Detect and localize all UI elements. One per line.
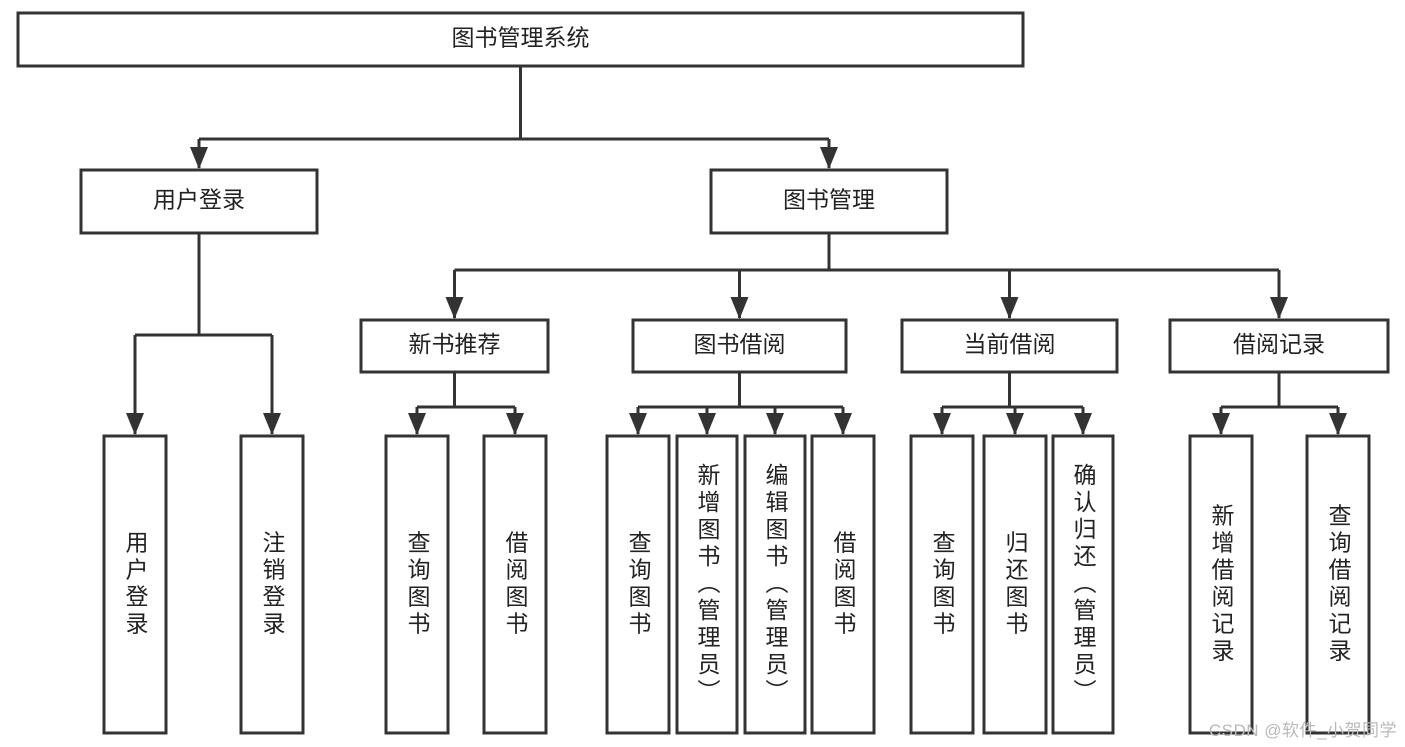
node-leaf-return-book[interactable]: 归还图书 <box>982 434 1048 735</box>
node-label-book-management: 图书管理 <box>783 187 875 213</box>
node-label-leaf-query-book-current: 查询图书 <box>929 531 956 639</box>
node-current-borrow[interactable]: 当前借阅 <box>900 318 1119 374</box>
node-box-leaf-query-borrow-record <box>1305 434 1371 735</box>
node-label-leaf-borrow-book: 借阅图书 <box>830 531 857 639</box>
node-box-leaf-return-book <box>982 434 1048 735</box>
node-box-borrow-records <box>1168 318 1390 374</box>
node-leaf-add-book-admin[interactable]: 新增图书（管理员） <box>675 434 739 735</box>
node-new-book-recommend[interactable]: 新书推荐 <box>359 318 550 374</box>
node-leaf-query-book-current[interactable]: 查询图书 <box>909 434 975 735</box>
node-label-leaf-user-login: 用户登录 <box>122 531 149 639</box>
node-box-leaf-user-login <box>102 434 168 735</box>
node-box-leaf-query-book-current <box>909 434 975 735</box>
node-leaf-confirm-return-admin[interactable]: 确认归还（管理员） <box>1051 434 1115 735</box>
node-box-new-book-recommend <box>359 318 550 374</box>
node-leaf-borrow-book[interactable]: 借阅图书 <box>810 434 876 735</box>
node-label-borrow-records: 借阅记录 <box>1233 331 1325 357</box>
node-label-leaf-query-book-borrow: 查询图书 <box>625 531 652 639</box>
node-box-leaf-query-book-recommend <box>384 434 450 735</box>
node-borrow-records[interactable]: 借阅记录 <box>1168 318 1390 374</box>
node-label-leaf-query-book-recommend: 查询图书 <box>404 531 431 639</box>
node-label-user-login: 用户登录 <box>153 187 245 213</box>
node-box-leaf-confirm-return-admin <box>1051 434 1115 735</box>
node-box-leaf-logout-login <box>239 434 305 735</box>
node-book-management[interactable]: 图书管理 <box>709 168 949 235</box>
connector-layer <box>126 66 1347 435</box>
node-box-book-management <box>709 168 949 235</box>
node-label-leaf-query-borrow-record: 查询借阅记录 <box>1325 504 1352 666</box>
node-leaf-query-book-borrow[interactable]: 查询图书 <box>605 434 671 735</box>
node-box-current-borrow <box>900 318 1119 374</box>
node-label-root: 图书管理系统 <box>452 25 590 51</box>
node-leaf-user-login[interactable]: 用户登录 <box>102 434 168 735</box>
node-leaf-add-borrow-record[interactable]: 新增借阅记录 <box>1188 434 1254 735</box>
node-box-leaf-borrow-book <box>810 434 876 735</box>
node-root[interactable]: 图书管理系统 <box>16 11 1025 68</box>
node-label-book-borrow: 图书借阅 <box>694 331 786 357</box>
node-layer: 图书管理系统用户登录图书管理新书推荐图书借阅当前借阅借阅记录用户登录注销登录查询… <box>16 11 1390 735</box>
node-label-leaf-return-book: 归还图书 <box>1002 531 1029 639</box>
node-label-new-book-recommend: 新书推荐 <box>409 331 501 357</box>
node-box-leaf-add-borrow-record <box>1188 434 1254 735</box>
node-box-leaf-add-book-admin <box>675 434 739 735</box>
node-label-current-borrow: 当前借阅 <box>964 331 1056 357</box>
node-box-leaf-borrow-book-recommend <box>482 434 548 735</box>
node-user-login[interactable]: 用户登录 <box>79 168 319 235</box>
node-box-user-login <box>79 168 319 235</box>
node-leaf-query-borrow-record[interactable]: 查询借阅记录 <box>1305 434 1371 735</box>
node-box-leaf-edit-book-admin <box>743 434 807 735</box>
node-label-leaf-borrow-book-recommend: 借阅图书 <box>502 531 529 639</box>
node-box-root <box>16 11 1025 68</box>
node-book-borrow[interactable]: 图书借阅 <box>631 318 848 374</box>
node-leaf-logout-login[interactable]: 注销登录 <box>239 434 305 735</box>
node-label-leaf-confirm-return-admin: 确认归还（管理员） <box>1070 463 1097 706</box>
node-label-leaf-logout-login: 注销登录 <box>259 531 286 639</box>
node-box-leaf-query-book-borrow <box>605 434 671 735</box>
node-leaf-borrow-book-recommend[interactable]: 借阅图书 <box>482 434 548 735</box>
node-box-book-borrow <box>631 318 848 374</box>
node-label-leaf-add-book-admin: 新增图书（管理员） <box>694 463 721 706</box>
node-leaf-query-book-recommend[interactable]: 查询图书 <box>384 434 450 735</box>
node-label-leaf-edit-book-admin: 编辑图书（管理员） <box>762 463 789 706</box>
node-leaf-edit-book-admin[interactable]: 编辑图书（管理员） <box>743 434 807 735</box>
node-label-leaf-add-borrow-record: 新增借阅记录 <box>1208 504 1235 666</box>
